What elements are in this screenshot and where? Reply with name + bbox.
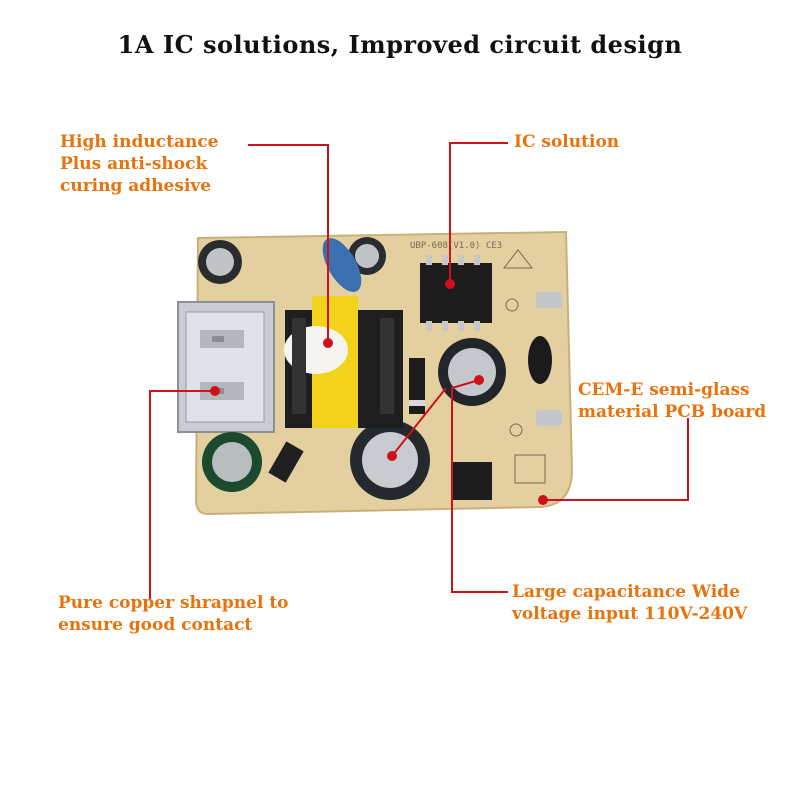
label-pcb-board: CEM-E semi-glass material PCB board — [578, 380, 767, 422]
page-title: 1A IC solutions, Improved circuit design — [117, 30, 683, 59]
leader-line-copper — [149, 390, 215, 599]
terminal-pins — [536, 292, 562, 426]
leader-line-capacitance — [451, 379, 508, 593]
leader-line-inductance — [248, 144, 329, 343]
leader-dots — [210, 279, 548, 505]
leader-line-ic — [449, 142, 508, 284]
leader-line-pcb — [543, 418, 689, 501]
transformer — [284, 296, 403, 428]
label-ic-solution: IC solution — [514, 132, 620, 152]
label-copper-shrapnel: Pure copper shrapnel to ensure good cont… — [58, 593, 289, 635]
leader-line-capacitance-branch — [391, 387, 447, 457]
diode — [268, 336, 552, 483]
leader-lines — [149, 142, 689, 599]
usb-port — [177, 301, 275, 433]
label-inductance: High inductance Plus anti-shock curing a… — [60, 132, 219, 196]
ic-chip — [420, 255, 492, 500]
label-capacitance: Large capacitance Wide voltage input 110… — [512, 582, 748, 624]
svg-text:UBP-608(V1.0) CE3: UBP-608(V1.0) CE3 — [410, 241, 502, 251]
